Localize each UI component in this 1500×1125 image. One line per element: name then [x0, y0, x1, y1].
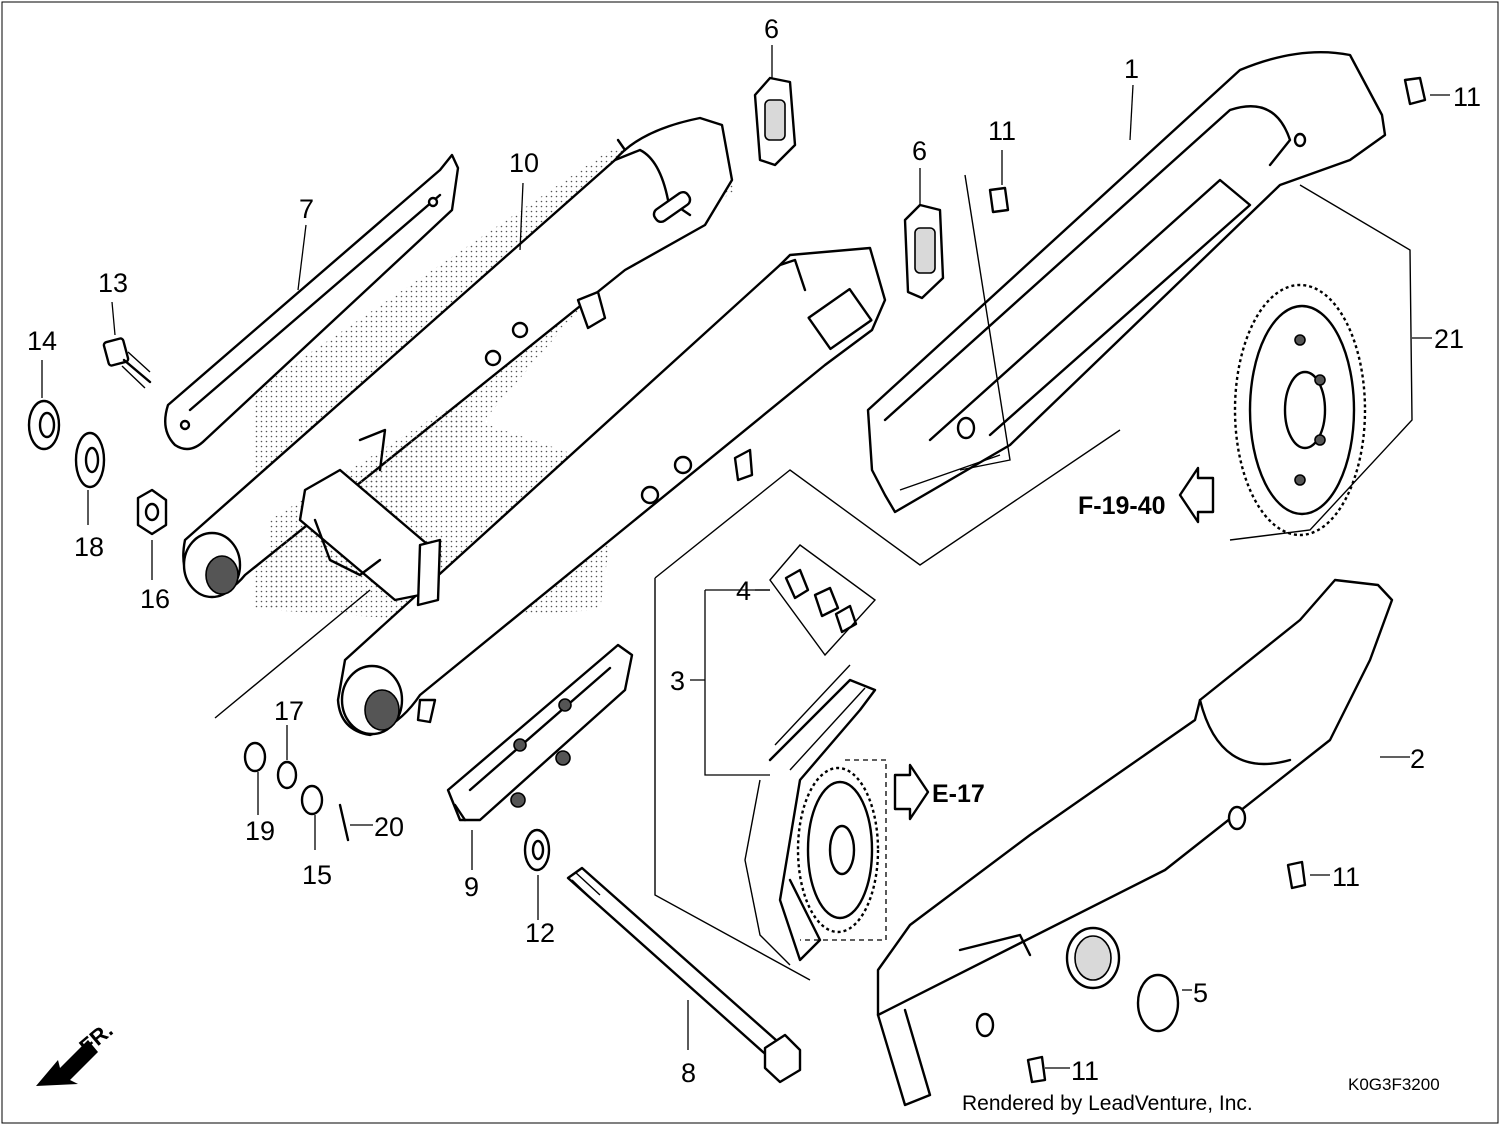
part-19-nut — [243, 741, 267, 773]
part-11-bolt-a — [1403, 76, 1427, 106]
callout-20: 20 — [374, 812, 404, 842]
callout-19: 19 — [245, 816, 275, 846]
hardware-group-line — [214, 589, 371, 719]
callout-1: 1 — [1124, 54, 1139, 84]
callout-3: 3 — [670, 666, 685, 696]
callout-11-d: 11 — [1071, 1056, 1099, 1086]
part-6-adjuster-upper — [753, 76, 797, 167]
drive-group-outline — [654, 429, 1121, 981]
callout-2: 2 — [1410, 744, 1425, 774]
callout-17: 17 — [274, 696, 304, 726]
part-8-rear-axle — [566, 866, 802, 1084]
part-3-drive-chain — [744, 664, 877, 966]
part-14-nut — [27, 399, 61, 451]
sprocket-group-outline — [1229, 184, 1413, 541]
callout-14: 14 — [27, 326, 57, 356]
callout-11-a: 11 — [1453, 82, 1481, 112]
part-4-master-link — [784, 568, 858, 634]
part-11-bolt-c — [1286, 860, 1307, 890]
callout-6-lower: 6 — [912, 136, 927, 166]
reference-arrow-icon — [1178, 466, 1215, 524]
callout-21: 21 — [1434, 324, 1464, 354]
callout-5: 5 — [1193, 978, 1208, 1008]
reference-e-17: E-17 — [932, 780, 985, 808]
callout-labels: 1 2 3 4 5 6 6 7 8 9 10 11 11 11 11 12 13… — [27, 14, 1481, 1088]
callout-18: 18 — [74, 532, 104, 562]
callout-11-b: 11 — [988, 116, 1016, 146]
diagram-code: K0G3F3200 — [1348, 1075, 1440, 1094]
part-15-nut — [300, 784, 324, 816]
part-7-chain-slider — [164, 153, 460, 451]
callout-7: 7 — [299, 194, 314, 224]
callout-10: 10 — [509, 148, 539, 178]
front-direction-arrow-icon: FR. — [36, 1017, 118, 1086]
callout-8: 8 — [681, 1058, 696, 1088]
callout-11-c: 11 — [1332, 862, 1360, 892]
rear-sprocket — [1233, 283, 1367, 537]
swingarm-cross-tube — [298, 428, 442, 607]
front-sprocket-box — [800, 759, 887, 941]
part-20-cotter-pin — [338, 803, 350, 842]
part-5-inspection-cap — [1136, 973, 1180, 1033]
part-13-pivot-bolt — [102, 337, 152, 389]
part-12-washer — [523, 828, 551, 872]
callout-13: 13 — [98, 268, 128, 298]
part-18-washer — [74, 431, 106, 489]
credit-text: Rendered by LeadVenture, Inc. — [962, 1092, 1253, 1116]
master-link-box — [769, 544, 877, 657]
part-1-chain-case-upper — [866, 50, 1387, 514]
part-16-nut — [136, 488, 168, 536]
callout-9: 9 — [464, 872, 479, 902]
adjuster-bracket-lines — [959, 174, 1011, 471]
callout-15: 15 — [302, 860, 332, 890]
callout-16: 16 — [140, 584, 170, 614]
part-2-chain-case-lower — [876, 578, 1394, 1107]
part-17-washer — [276, 760, 298, 790]
front-sprocket — [796, 766, 880, 934]
part-11-bolt-b — [988, 186, 1010, 214]
part-9-chain-guide — [446, 643, 634, 822]
leader-lines — [41, 45, 1450, 1069]
part-11-bolt-d — [1026, 1055, 1047, 1084]
reference-arrow-icon — [893, 763, 930, 821]
part-6-adjuster-lower — [903, 203, 945, 300]
reference-f-19-40: F-19-40 — [1078, 492, 1166, 520]
callout-4: 4 — [736, 576, 751, 606]
callout-6-upper: 6 — [764, 14, 779, 44]
callout-12: 12 — [525, 918, 555, 948]
